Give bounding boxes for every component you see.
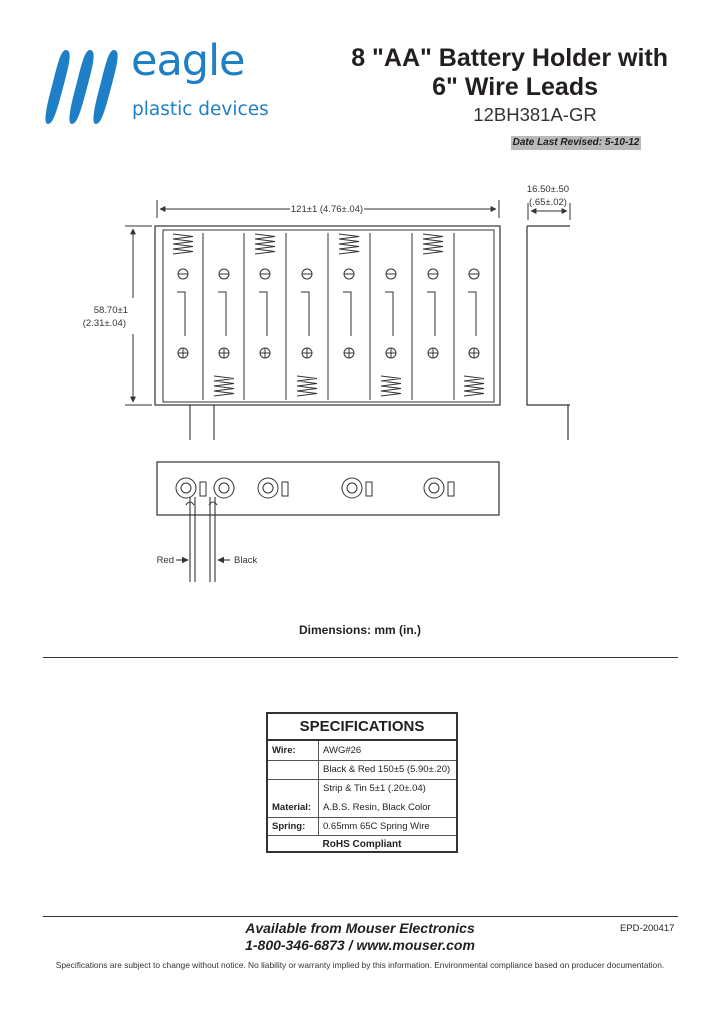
section-divider: [43, 657, 678, 658]
title-line-1: 8 "AA" Battery Holder with: [351, 44, 668, 72]
eagle-logo-mark: [45, 50, 118, 124]
terminal: [175, 477, 207, 499]
spec-value: Strip & Tin 5±1 (.20±.04): [323, 783, 426, 794]
spec-value: AWG#26: [323, 745, 362, 756]
spring: [213, 375, 235, 397]
contact-plate: [259, 291, 268, 336]
contact-line: 1-800-346-6873 / www.mouser.com: [245, 937, 475, 953]
spec-row: Wire: AWG#26: [268, 741, 456, 761]
disclaimer: Specifications are subject to change wit…: [55, 960, 665, 970]
width-dimension: 121±1 (4.76±.04): [291, 204, 363, 215]
logo-subtitle: plastic devices: [132, 99, 269, 120]
spec-label: Material:: [272, 802, 312, 813]
height-dimension-in: (2.31±.04): [83, 318, 126, 329]
battery-cell: [296, 268, 318, 397]
spring: [380, 375, 402, 397]
part-number: 12BH381A-GR: [473, 104, 597, 125]
date-revised-label: Date Last Revised:: [512, 137, 603, 148]
terminal: [423, 477, 455, 499]
date-revised-value: 5-10-12: [604, 137, 640, 148]
spring: [172, 233, 194, 255]
contact-plate: [468, 291, 477, 336]
spring: [463, 375, 485, 397]
battery-cell: [213, 268, 235, 397]
specifications-heading: SPECIFICATIONS: [268, 714, 456, 741]
mouser-availability: Available from Mouser Electronics 1-800-…: [0, 920, 720, 954]
contact-plate: [427, 291, 436, 336]
terminal: [213, 477, 235, 499]
battery-cell: [172, 233, 194, 359]
battery-cell: [338, 233, 360, 359]
spec-row: Spring: 0.65mm 65C Spring Wire: [268, 817, 456, 836]
availability-line: Available from Mouser Electronics: [245, 920, 475, 936]
spec-row: Black & Red 150±5 (5.90±.20): [268, 760, 456, 780]
technical-drawing: 121±1 (4.76±.04) 58.70±1 (2.31±.04) 16.5…: [83, 184, 571, 582]
spec-value: 0.65mm 65C Spring Wire: [323, 821, 430, 832]
spring: [254, 233, 276, 255]
spec-row: Strip & Tin 5±1 (.20±.04): [268, 779, 456, 798]
terminal: [341, 477, 373, 499]
spec-label: Wire:: [272, 745, 296, 756]
specifications-table: SPECIFICATIONS Wire: AWG#26 Black & Red …: [266, 712, 458, 853]
depth-dimension-in: (.65±.02): [529, 197, 567, 208]
battery-cell: [422, 233, 444, 359]
logo-wordmark: eagle: [131, 36, 246, 86]
spring: [296, 375, 318, 397]
spring: [338, 233, 360, 255]
contact-plate: [343, 291, 352, 336]
rohs-compliant: RoHS Compliant: [268, 835, 456, 852]
contact-plate: [177, 291, 186, 336]
red-wire-label: Red: [157, 555, 174, 566]
date-revised-bar: Date Last Revised: 5-10-12: [511, 136, 641, 150]
battery-cell: [380, 268, 402, 397]
height-dimension-mm: 58.70±1: [94, 305, 128, 316]
dimensions-caption: Dimensions: mm (in.): [298, 623, 421, 637]
battery-cell: [254, 233, 276, 359]
spring: [422, 233, 444, 255]
column-divider: [318, 741, 319, 836]
black-wire-label: Black: [234, 555, 257, 566]
footer-divider: [43, 916, 678, 917]
terminal: [257, 477, 289, 499]
spec-row: Material: A.B.S. Resin, Black Color: [268, 798, 456, 818]
document-title: 8 "AA" Battery Holder with 6" Wire Leads: [351, 44, 668, 102]
spec-value: Black & Red 150±5 (5.90±.20): [323, 764, 451, 775]
contact-plate: [301, 291, 310, 336]
spec-value: A.B.S. Resin, Black Color: [323, 802, 431, 813]
contact-plate: [218, 291, 227, 336]
title-line-2: 6" Wire Leads: [432, 73, 598, 101]
contact-plate: [385, 291, 394, 336]
spec-label: Spring:: [272, 821, 306, 832]
depth-dimension-mm: 16.50±.50: [527, 184, 569, 195]
battery-cell: [463, 268, 485, 397]
document-id: EPD-200417: [620, 923, 675, 934]
